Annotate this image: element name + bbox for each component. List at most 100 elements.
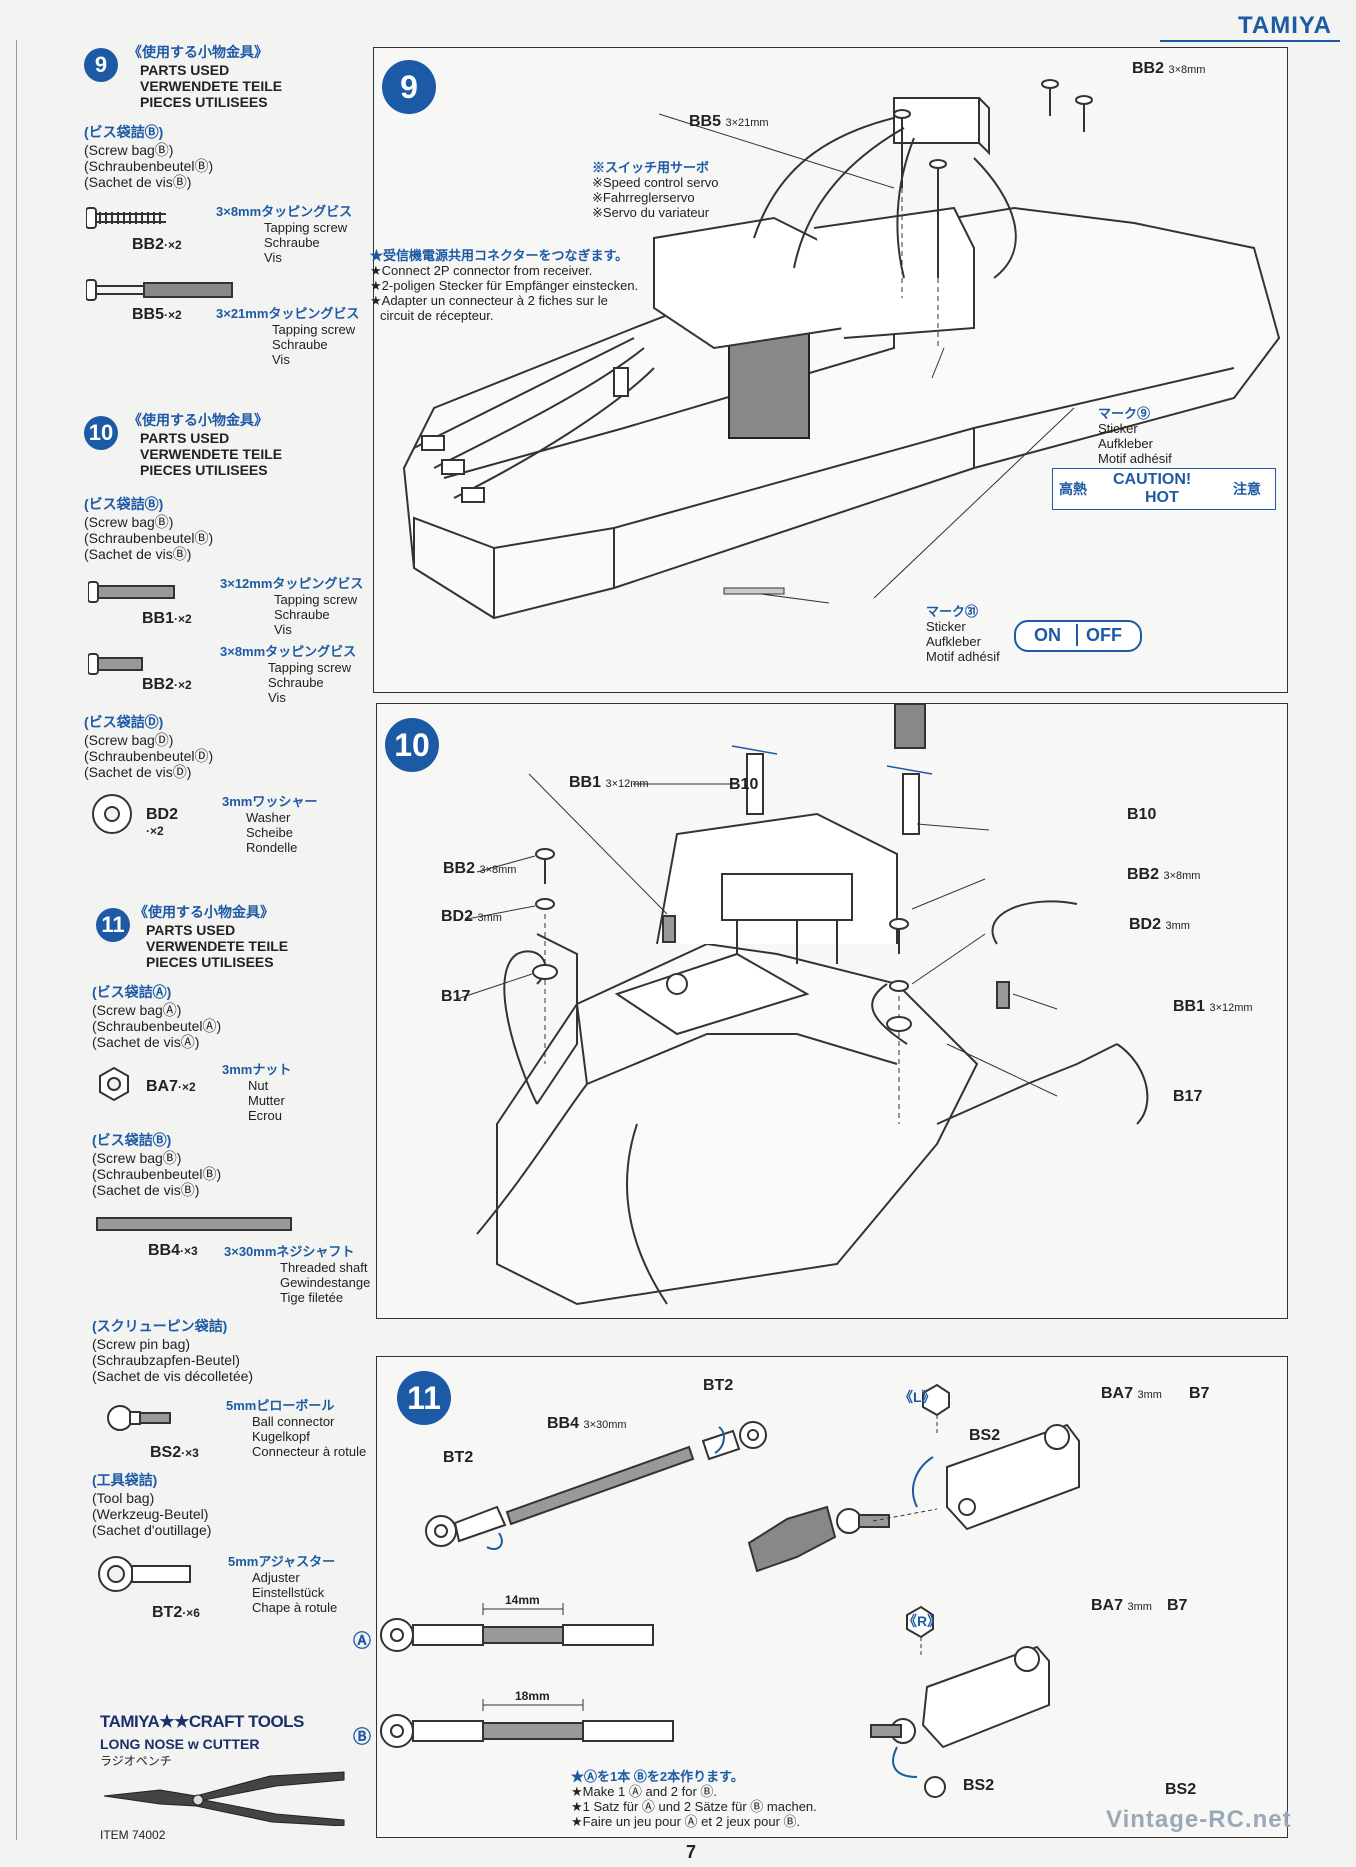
washer-icon: [92, 794, 132, 834]
bag-label-en: (Tool bag): [92, 1490, 155, 1506]
variant-b-label: Ⓑ: [353, 1727, 371, 1747]
step-number-badge: 9: [84, 48, 118, 82]
label-bb5: BB5 3×21mm: [689, 113, 769, 130]
connector-note: ★受信機電源共用コネクターをつなぎます。 ★Connect 2P connect…: [370, 248, 639, 323]
bag-label-jp: (ビス袋詰Ⓑ): [84, 124, 164, 140]
parts-title-de: VERWENDETE TEILE: [140, 78, 283, 94]
part-id: BB2·×2: [142, 676, 192, 693]
site-watermark: Vintage-RC.net: [1106, 1806, 1292, 1833]
label-bb2: BB2 3×8mm: [1132, 60, 1206, 77]
part-spec: 3×30mmネジシャフト: [224, 1244, 355, 1259]
bag-label-de: (SchraubenbeutelⒹ): [84, 748, 214, 764]
label-bb1: BB1 3×12mm: [569, 774, 649, 791]
sticker-31-note: マーク㉛ Sticker Aufkleber Motif adhésif: [926, 604, 1000, 664]
on-off-sticker: ON OFF: [1014, 620, 1142, 652]
bag-label-en: (Screw bagⒶ): [92, 1002, 182, 1018]
bag-label-fr: (Sachet de visⒷ): [84, 546, 192, 562]
turnbuckle-assembly-illustration: [380, 1383, 1080, 1798]
tool-name: LONG NOSE w CUTTER: [100, 1736, 260, 1752]
part-id: BB5·×2: [132, 306, 182, 323]
label-bb2: BB2 3×8mm: [443, 860, 517, 877]
label-bd2: BD2 3mm: [441, 908, 502, 925]
left-binding-strip: [0, 40, 17, 1840]
chassis-body-post-illustration: [456, 704, 1149, 1306]
pliers-icon: [103, 1771, 345, 1826]
part-spec: 3×8mmタッピングビス: [216, 204, 353, 219]
bag-label-jp: (ビス袋詰Ⓑ): [84, 496, 164, 512]
label-b17: B17: [1173, 1088, 1203, 1105]
part-spec: 3×8mmタッピングビス: [220, 644, 357, 659]
step-number-badge: 9: [382, 60, 436, 114]
bag-label-de: (SchraubenbeutelⒶ): [92, 1018, 222, 1034]
step-number-badge: 10: [385, 718, 439, 772]
label-b10: B10: [729, 776, 759, 793]
parts-title-fr: PIECES UTILISEES: [140, 94, 268, 110]
step-number-badge: 10: [84, 416, 118, 450]
bag-label-fr: (Sachet d'outillage): [92, 1522, 212, 1538]
page-number: 7: [686, 1842, 697, 1862]
label-ba7: BA7 3mm: [1101, 1385, 1162, 1402]
tool-brand: TAMIYA★★CRAFT TOOLS: [100, 1712, 304, 1731]
bag-label-jp: (ビス袋詰Ⓓ): [84, 714, 164, 730]
parts-title-jp: 《使用する小物金具》: [128, 44, 268, 60]
parts-title-de: VERWENDETE TEILE: [146, 938, 289, 954]
bag-label-de: (SchraubenbeutelⒷ): [92, 1166, 222, 1182]
bag-label-de: (Schraubzapfen-Beutel): [92, 1352, 240, 1368]
bag-label-fr: (Sachet de visⒷ): [84, 174, 192, 190]
threaded-shaft-icon: [96, 1217, 292, 1231]
dimension-18mm: 18mm: [515, 1689, 550, 1703]
parts-title-jp: 《使用する小物金具》: [134, 904, 274, 920]
parts-title-fr: PIECES UTILISEES: [146, 954, 274, 970]
bag-label-de: (SchraubenbeutelⒷ): [84, 530, 214, 546]
label-bb1: BB1 3×12mm: [1173, 998, 1253, 1015]
label-b17: B17: [441, 988, 471, 1005]
part-spec: 3×12mmタッピングビス: [220, 576, 364, 591]
label-bd2: BD2 3mm: [1129, 916, 1190, 933]
label-bb4: BB4 3×30mm: [547, 1415, 627, 1432]
bag-label-fr: (Sachet de vis décolletée): [92, 1368, 254, 1384]
short-screw-icon: [86, 207, 166, 229]
label-bs2: BS2: [1165, 1781, 1197, 1798]
part-spec: 5mmピローボール: [226, 1398, 335, 1413]
label-b7: B7: [1189, 1385, 1210, 1402]
label-bb2: BB2 3×8mm: [1127, 866, 1201, 883]
bag-label-fr: (Sachet de visⒶ): [92, 1034, 200, 1050]
part-id: BB4·×3: [148, 1242, 198, 1259]
bag-label-en: (Screw bagⒷ): [84, 514, 174, 530]
ball-connector-icon: [107, 1405, 171, 1431]
long-screw-icon: [86, 279, 233, 301]
parts-title-de: VERWENDETE TEILE: [140, 446, 283, 462]
label-bt2: BT2: [443, 1449, 474, 1466]
step-11-panel: 11: [353, 1356, 1288, 1838]
chassis-servo-illustration: [402, 79, 1281, 620]
adjuster-icon: [98, 1556, 191, 1592]
bag-label-en: (Screw bagⒷ): [84, 142, 174, 158]
bag-label-fr: (Sachet de visⒷ): [92, 1182, 200, 1198]
bag-label-fr: (Sachet de visⒹ): [84, 764, 192, 780]
tool-item-number: ITEM 74002: [100, 1828, 166, 1842]
part-id: BT2·×6: [152, 1604, 200, 1621]
label-bs2: BS2: [969, 1427, 1001, 1444]
step-number-badge: 11: [397, 1371, 451, 1425]
part-id: BB2·×2: [132, 236, 182, 253]
bag-label-de: (Werkzeug-Beutel): [92, 1506, 209, 1522]
bag-label-jp: (ビス袋詰Ⓑ): [92, 1132, 172, 1148]
part-spec: 5mmアジャスター: [228, 1554, 336, 1569]
bag-label-en: (Screw bagⒷ): [92, 1150, 182, 1166]
step-9-panel: 9: [370, 47, 1288, 693]
dimension-14mm: 14mm: [505, 1593, 540, 1607]
variant-a-label: Ⓐ: [353, 1631, 371, 1651]
bag-label-jp: (スクリューピン袋詰): [92, 1318, 228, 1334]
part-spec: 3mmナット: [222, 1062, 292, 1077]
tool-name-jp: ラジオペンチ: [100, 1754, 172, 1768]
servo-note: ※スイッチ用サーボ ※Speed control servo ※Fahrregl…: [592, 160, 719, 220]
caution-hot-sticker: 高熱 CAUTION! HOT 注意: [1052, 468, 1276, 510]
